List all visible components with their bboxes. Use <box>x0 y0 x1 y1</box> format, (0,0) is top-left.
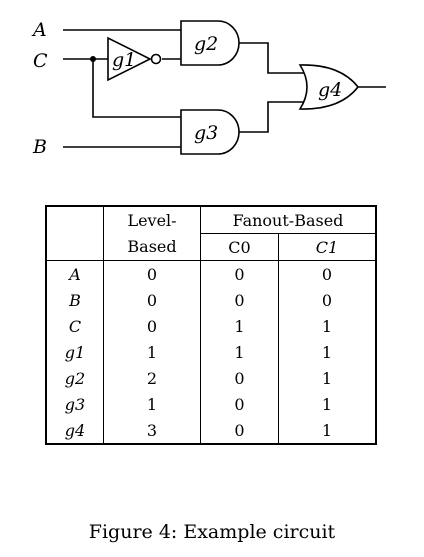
row-c0-cell: 0 <box>200 287 279 313</box>
header-c0: C0 <box>200 233 279 261</box>
row-name-cell: B <box>69 290 81 310</box>
header-level-line1: Level- <box>103 206 201 234</box>
input-label-a: A <box>31 19 47 41</box>
wire-g2-to-g4 <box>239 42 305 74</box>
row-c0-cell: 1 <box>200 313 279 339</box>
gate-g2: g2 <box>180 20 240 66</box>
row-level-cell: 0 <box>103 287 201 313</box>
junction-dot <box>90 56 96 62</box>
row-name-cell: g1 <box>64 342 86 362</box>
row-name-cell: C <box>68 316 82 336</box>
gate-g4: g4 <box>298 64 360 110</box>
row-name-cell: g2 <box>64 368 86 388</box>
row-level-cell: 0 <box>103 260 201 287</box>
wire-c-to-g3 <box>92 59 181 118</box>
row-c0-cell: 0 <box>200 391 279 417</box>
gate-g1: g1 <box>107 36 162 82</box>
row-c0-cell: 0 <box>200 417 279 444</box>
row-c1-cell: 1 <box>278 365 376 391</box>
row-name-cell: A <box>69 264 81 284</box>
row-level-cell: 1 <box>103 391 201 417</box>
row-c1-cell: 1 <box>278 313 376 339</box>
row-c1-cell: 1 <box>278 339 376 365</box>
input-label-c: C <box>33 50 48 72</box>
row-name-cell: g4 <box>64 420 86 440</box>
gate-g3: g3 <box>180 109 240 155</box>
header-row-2: Based C0 C1 <box>46 233 376 261</box>
corner-cell-lower <box>46 233 104 261</box>
wire-g3-to-g4 <box>239 101 305 133</box>
circuit-diagram: A C B g1 g2 g3 g4 <box>31 19 386 158</box>
gate-g2-label: g2 <box>194 33 218 55</box>
figure-caption: Figure 4: Example circuit <box>88 521 336 543</box>
row-c0-cell: 0 <box>200 260 279 287</box>
row-c0-cell: 0 <box>200 365 279 391</box>
gate-g3-label: g3 <box>194 122 218 144</box>
input-label-b: B <box>32 136 47 158</box>
row-c1-cell: 0 <box>278 260 376 287</box>
header-row-1: Level- Fanout-Based <box>46 206 376 234</box>
wires <box>63 29 386 148</box>
row-level-cell: 0 <box>103 313 201 339</box>
header-c1: C1 <box>278 233 376 261</box>
corner-cell <box>46 206 104 234</box>
row-level-cell: 3 <box>103 417 201 444</box>
gate-g1-label: g1 <box>112 49 136 71</box>
row-c1-cell: 1 <box>278 417 376 444</box>
row-name-cell: g3 <box>64 394 86 414</box>
header-level-line2: Based <box>103 233 201 261</box>
row-c0-cell: 1 <box>200 339 279 365</box>
header-fanout: Fanout-Based <box>200 206 376 234</box>
row-level-cell: 2 <box>103 365 201 391</box>
row-c1-cell: 0 <box>278 287 376 313</box>
row-level-cell: 1 <box>103 339 201 365</box>
row-c1-cell: 1 <box>278 391 376 417</box>
gate-g4-label: g4 <box>318 79 342 101</box>
